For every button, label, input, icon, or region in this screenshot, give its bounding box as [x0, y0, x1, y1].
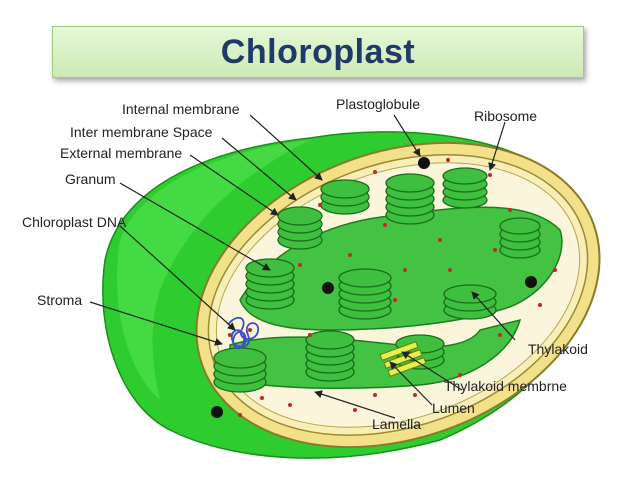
label-thylakoid-membrane: Thylakoid membrne	[444, 378, 567, 394]
granum-8	[443, 284, 497, 320]
granum-4	[442, 167, 488, 209]
label-inter-membrane-space: Inter membrane Space	[70, 124, 213, 140]
granum-3	[385, 173, 435, 225]
label-chloroplast-dna: Chloroplast DNA	[22, 214, 127, 230]
leader-internal-membrane	[249, 114, 323, 181]
label-lamella: Lamella	[372, 416, 422, 432]
outer-body-highlight	[116, 140, 310, 400]
leader-thylakoid-membrane	[401, 351, 463, 391]
leader-plastoglobule	[393, 114, 421, 157]
label-ribosome: Ribosome	[474, 108, 538, 124]
title-banner: Chloroplast	[52, 26, 584, 78]
leader-granum	[119, 182, 271, 271]
leader-lamella	[314, 390, 396, 419]
label-stroma: Stroma	[37, 292, 83, 308]
granum-10	[305, 330, 355, 382]
ribosomes	[228, 158, 557, 417]
leader-stroma	[89, 301, 223, 346]
label-plastoglobule: Plastoglobule	[336, 96, 421, 112]
granum-9	[213, 347, 267, 393]
label-internal-membrane: Internal membrane	[122, 101, 240, 117]
granum-7	[338, 268, 392, 320]
label-lumen: Lumen	[432, 400, 475, 416]
leader-inter-membrane-space	[221, 137, 297, 201]
granum-1	[277, 206, 323, 250]
granum-6	[245, 258, 295, 310]
label-external-membrane: External membrane	[60, 145, 183, 161]
leader-external-membrane	[189, 154, 279, 216]
plastoglobules	[211, 157, 537, 418]
leader-ribosome	[488, 121, 506, 171]
label-thylakoid: Thylakoid	[528, 341, 588, 357]
granum-2	[320, 179, 370, 215]
granum-5	[499, 217, 541, 259]
page-title: Chloroplast	[220, 32, 416, 71]
leader-thylakoid	[471, 291, 516, 341]
chloroplast-dna	[227, 316, 259, 350]
leader-chloroplast-dna	[119, 225, 236, 331]
label-granum: Granum	[65, 171, 116, 187]
leader-lumen	[389, 361, 433, 406]
